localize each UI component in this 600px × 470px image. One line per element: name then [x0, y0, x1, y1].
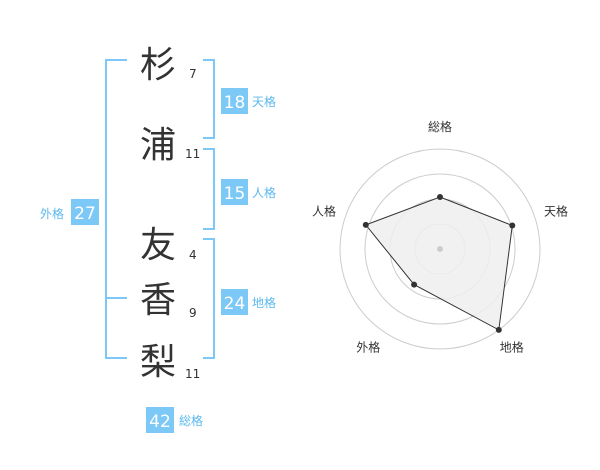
radar-grid-ring: [364, 173, 516, 325]
stroke-count-3: 4: [189, 248, 197, 262]
tenkaku-bracket: [203, 59, 215, 139]
soukaku-value: 42: [149, 412, 171, 432]
radar-data-polygon: [364, 196, 513, 331]
jinkaku-bracket: [203, 148, 215, 230]
chikaku-bracket: [203, 238, 215, 359]
tenkaku-value: 18: [224, 93, 246, 113]
gaikaku-value: 27: [74, 204, 96, 224]
radar-point-1: [437, 194, 443, 200]
name-char-4: 香: [140, 280, 176, 321]
tenkaku-label: 天格: [252, 94, 276, 109]
soukaku-label: 総格: [179, 413, 203, 428]
jinkaku-badge: [221, 179, 248, 205]
jinkaku-value: 15: [224, 184, 246, 204]
stroke-count-1: 7: [189, 67, 197, 81]
stroke-count-4: 9: [189, 306, 197, 320]
radar-center-dot: [437, 246, 443, 252]
radar-axis-label-5: 人格: [312, 203, 336, 218]
radar-axis-label-1: 総格: [428, 119, 452, 134]
soukaku-badge: [146, 407, 174, 433]
radar-point-2: [509, 222, 516, 229]
radar-axis-label-3: 地格: [500, 340, 524, 355]
gaikaku-label: 外格: [40, 206, 64, 221]
stroke-count-5: 11: [185, 367, 200, 381]
stroke-count-2: 11: [185, 147, 200, 161]
chikaku-value: 24: [224, 294, 246, 314]
radar-axis-label-4: 外格: [356, 340, 380, 355]
radar-point-5: [362, 221, 369, 228]
name-char-1: 杉: [140, 45, 176, 86]
radar-axis-label-2: 天格: [544, 203, 568, 218]
name-char-2: 浦: [140, 125, 176, 166]
radar-grid-ring: [339, 148, 541, 350]
chikaku-badge: [221, 289, 248, 315]
tenkaku-badge: [221, 88, 248, 114]
gaikaku-badge: [71, 199, 99, 225]
chikaku-label: 地格: [252, 295, 276, 310]
name-char-5: 梨: [140, 342, 176, 383]
gaikaku-bracket: [105, 59, 127, 359]
jinkaku-label: 人格: [252, 185, 276, 200]
radar-point-4: [411, 281, 418, 288]
name-char-3: 友: [140, 225, 176, 266]
radar-point-3: [495, 326, 502, 333]
